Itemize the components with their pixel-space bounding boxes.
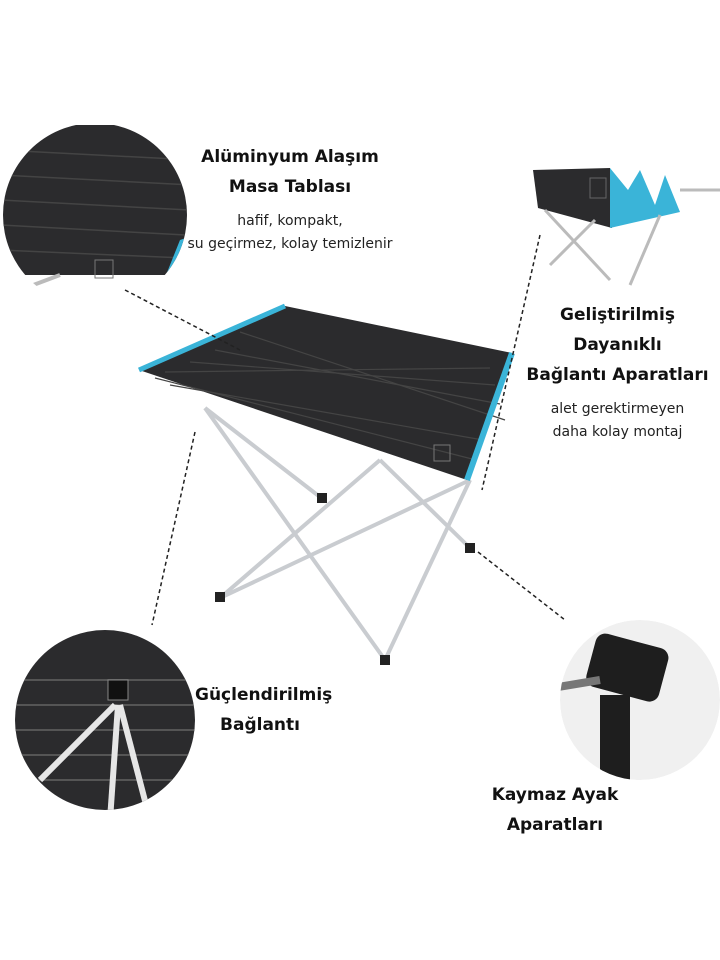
callout-tabletop: Alüminyum Alaşım Masa Tablası hafif, kom…: [170, 142, 410, 256]
callout-feet: Kaymaz Ayak Aparatları: [470, 780, 640, 840]
leader-lines: [124, 234, 566, 626]
folded-table-detail: [533, 168, 720, 286]
connectors-desc-2: daha kolay montaj: [552, 424, 683, 440]
connectors-title-2: Bağlantı Aparatları: [526, 365, 709, 385]
joint-title-2: Bağlantı: [220, 715, 300, 735]
callout-joint: Güçlendirilmiş Bağlantı: [195, 680, 333, 740]
folding-table: [137, 303, 515, 665]
tabletop-detail-circle: [3, 123, 187, 307]
connectors-desc-1: alet gerektirmeyen: [550, 401, 685, 417]
feet-title-2: Aparatları: [506, 815, 604, 835]
callout-connectors: Geliştirilmiş Dayanıklı Bağlantı Aparatl…: [515, 300, 720, 444]
feet-title-1: Kaymaz Ayak: [491, 785, 619, 805]
tabletop-desc-1: hafif, kompakt,: [237, 213, 343, 229]
joint-detail-circle: [15, 630, 195, 810]
tabletop-desc-2: su geçirmez, kolay temizlenir: [187, 236, 393, 252]
tabletop-title-2: Masa Tablası: [228, 177, 352, 197]
connectors-title-1: Geliştirilmiş Dayanıklı: [560, 305, 675, 355]
foot-detail-circle: [560, 620, 720, 780]
tabletop-title-1: Alüminyum Alaşım: [201, 147, 379, 167]
joint-title-1: Güçlendirilmiş: [195, 685, 333, 705]
